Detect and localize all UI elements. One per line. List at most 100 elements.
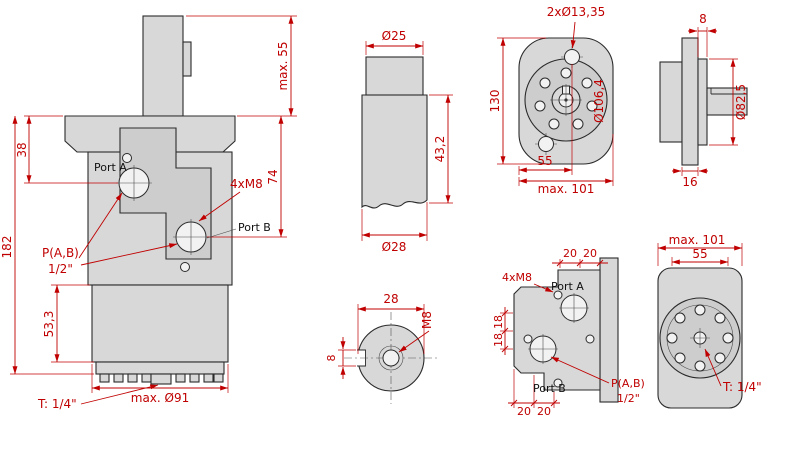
label-port-b: Port B	[206, 221, 271, 239]
dim-lower-body: 53,3	[42, 311, 56, 338]
port-b-label: Port B	[533, 382, 566, 395]
thread-label: M8	[420, 311, 434, 329]
shaft-lower-section	[361, 94, 428, 209]
dim-pilot-dia: Ø82,5	[734, 84, 748, 120]
drain-port-label: T: 1/4"	[37, 397, 77, 411]
label-4xm8: 4xM8	[198, 177, 263, 222]
pilot-boss	[697, 58, 708, 146]
dim-shaft-d25: Ø25	[382, 29, 407, 43]
dim-53-3: 53,3	[42, 284, 94, 363]
rear-centerlines	[690, 328, 710, 348]
dim-max-d91: max. Ø91	[91, 364, 229, 405]
dim-max-101: max. 101	[518, 134, 614, 196]
motor-body-lower	[91, 284, 229, 363]
body-block	[659, 61, 683, 143]
port-a-label: Port A	[94, 161, 127, 174]
dim-130: 130	[488, 37, 546, 165]
shaft-key-lines	[710, 88, 747, 95]
label-ports-port-view: P(A,B) 1/2"	[550, 356, 645, 405]
bottom-studs	[99, 373, 224, 385]
center-tapped-hole	[382, 349, 400, 367]
label-ports: P(A,B) 1/2"	[42, 192, 178, 276]
m8-holes	[523, 290, 595, 388]
thread-hole	[122, 153, 132, 163]
dim-top-20b: 20	[583, 247, 597, 260]
dim-rear-55: 55	[671, 247, 729, 266]
dim-left-18b: 18	[492, 333, 505, 347]
port-b-label: Port B	[238, 221, 271, 234]
dim-shaft-length: max. 55	[276, 41, 290, 90]
dim-rear-width: max. 101	[669, 233, 726, 247]
port-centerlines	[528, 293, 589, 364]
shaft-upper-section	[365, 56, 424, 96]
rear-view: max. 101 55 T: 1/4"	[657, 233, 762, 409]
dim-flange-to-port-a: 38	[15, 142, 29, 157]
dim-d82-5: Ø82,5	[709, 58, 748, 146]
dim-bolt-circle: Ø106,4	[592, 79, 606, 123]
dim-rear-inner: 55	[692, 247, 707, 261]
rear-bolt-holes	[666, 304, 734, 372]
dim-top-20-20: 20 20	[552, 247, 608, 268]
drain-fitting	[150, 373, 172, 385]
rotor-bolt-holes	[534, 67, 598, 130]
dim-bottom-20-20: 20 20	[508, 369, 560, 418]
dim-flange-height: 130	[488, 90, 502, 113]
ports-size-label: 1/2"	[617, 392, 640, 405]
dim-d28: Ø28	[361, 202, 428, 254]
label-2xd13: 2xØ13,35	[547, 5, 606, 49]
dim-43-2: 43,2	[429, 94, 453, 204]
dim-bottom-20b: 20	[537, 405, 551, 418]
dim-8: 8	[688, 12, 717, 57]
flange-front-view: 2xØ13,35 130 Ø106,4 55 max. 101	[488, 5, 614, 196]
dim-182: 182	[0, 115, 94, 375]
dim-top-20a: 20	[563, 247, 577, 260]
dim-keyway-width: 8	[325, 355, 338, 362]
port-a-label: Port A	[551, 280, 584, 293]
dim-16: 16	[672, 167, 708, 189]
dim-55: 55	[518, 64, 573, 175]
shaft-side-view: Ø25 Ø28 43,2	[361, 29, 453, 254]
label-rear-drain: T: 1/4"	[704, 348, 762, 394]
dim-left-18a: 18	[492, 315, 505, 329]
dim-shaft-d28: Ø28	[382, 240, 407, 254]
mount-threads-label: 4xM8	[230, 177, 263, 191]
mount-hole-bottom	[538, 136, 554, 152]
dim-key-8: 8	[325, 337, 356, 379]
output-shaft	[142, 15, 184, 117]
dim-28: 28	[357, 292, 425, 354]
thread-circle	[378, 345, 404, 371]
shaft-section-view: 28 8 M8	[325, 292, 438, 404]
label-4xm8-port: 4xM8	[502, 271, 554, 293]
dim-shaft-step: 43,2	[433, 136, 447, 163]
mount-hole-top	[564, 49, 580, 65]
shaft-key	[182, 41, 192, 77]
ports-label: P(A,B)	[42, 246, 79, 260]
flange-side-view: 8 Ø82,5 16	[659, 12, 748, 189]
dim-38: 38	[15, 115, 118, 184]
ports-label: P(A,B)	[611, 377, 645, 390]
section-centerlines	[344, 312, 438, 404]
rear-drain-label: T: 1/4"	[722, 380, 762, 394]
dim-d25: Ø25	[365, 29, 424, 55]
centerlines	[116, 165, 209, 255]
port-face-view: 20 20 18 18 20 20 4xM8	[492, 247, 645, 418]
thread-hole	[180, 262, 190, 272]
dim-rear-max-101: max. 101	[657, 233, 743, 266]
dim-74: 74	[207, 115, 287, 238]
end-cap	[95, 361, 225, 375]
dim-body-diameter: max. Ø91	[131, 391, 190, 405]
dim-section-dia: 28	[383, 292, 398, 306]
flange-plate	[681, 37, 699, 166]
dim-flange-width: max. 101	[538, 182, 595, 196]
shaft-side	[706, 87, 748, 116]
front-view: max. 55 38 74 182 53,3 max. Ø	[0, 15, 297, 411]
label-drain: T: 1/4"	[37, 384, 159, 411]
port-threads-label: 4xM8	[502, 271, 532, 284]
ports-size-label: 1/2"	[48, 262, 73, 276]
dim-total-height: 182	[0, 236, 14, 259]
dim-bottom-20a: 20	[517, 405, 531, 418]
label-m8: M8	[398, 311, 434, 353]
mount-holes-label: 2xØ13,35	[547, 5, 606, 19]
